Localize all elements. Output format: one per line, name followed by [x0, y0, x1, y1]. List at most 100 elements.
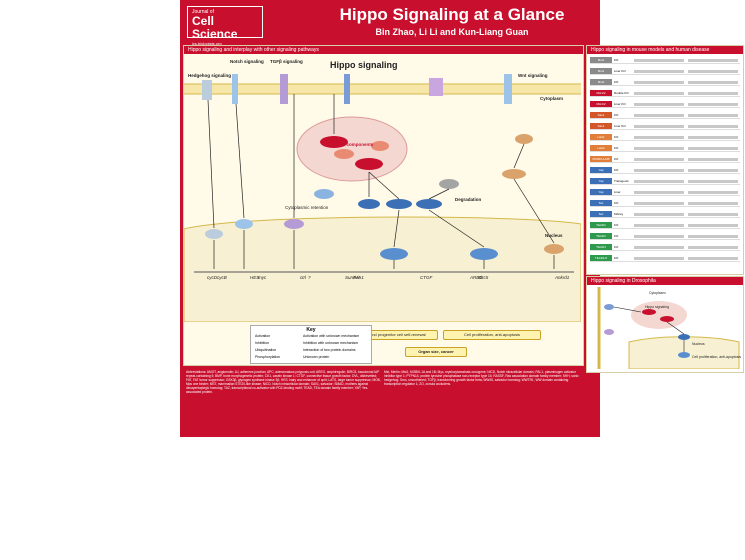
disease-text-block: [688, 80, 738, 84]
degradation-label: Degradation: [455, 197, 482, 202]
dros-outcome-label: Cell proliferation, anti-apoptosis: [692, 355, 742, 359]
proliferation-outcome: Cell proliferation, anti-apoptosis: [443, 330, 541, 340]
model-cell: KO: [614, 234, 619, 238]
gene-label: Birc5: [478, 275, 489, 280]
phenotype-text-block: [634, 91, 684, 95]
protein-cell: Yap: [590, 178, 612, 184]
notch-receptor: [232, 74, 238, 104]
key-inhibition: Inhibition: [255, 341, 270, 345]
key-phosphorylation: Phosphorylation: [255, 355, 281, 359]
fat-receptor: [344, 74, 350, 104]
phenotype-text-block: [634, 201, 684, 205]
pathway-diagram: [184, 74, 581, 322]
model-cell: Transgenic: [614, 179, 629, 183]
key-activation-unknown: Activation with unknown mechanism: [303, 334, 360, 338]
journal-logo-prefix: Journal of: [192, 9, 214, 15]
protein-cell: Yap: [590, 189, 612, 195]
key-unknown-protein: Unknown protein: [303, 355, 330, 359]
notch-signaling-label: Notch signaling: [230, 59, 264, 64]
tgfb-signaling-label: TGFβ signaling: [270, 59, 303, 64]
phenotype-text-block: [634, 58, 684, 62]
disease-text-block: [688, 223, 738, 227]
1433-node: [314, 189, 334, 199]
journal-logo: Journal of Cell Science jcs.biologists.o…: [187, 6, 263, 46]
disease-text-block: [688, 124, 738, 128]
hedgehog-receptor: [202, 80, 212, 100]
copyright-text: © Journal of Cell Science 2010 (123, pp.…: [610, 386, 718, 391]
drosophila-diagram: [597, 287, 740, 369]
drosophila-panel: Hippo signaling in Drosophila Cytoplasm …: [586, 276, 744, 373]
disease-text-block: [688, 58, 738, 62]
cytoplasm-label: Cytoplasm: [540, 96, 564, 101]
taz-node: [358, 199, 380, 209]
protein-cell: Lats1: [590, 134, 612, 140]
mouse-models-panel: Hippo signaling in mouse models and huma…: [586, 45, 744, 275]
phenotype-text-block: [634, 124, 684, 128]
disease-text-block: [688, 91, 738, 95]
protein-cell: TEAD1: [590, 222, 612, 228]
organ-size-outcome: Organ size, cancer: [405, 347, 467, 357]
phenotype-text-block: [634, 135, 684, 139]
model-cell: KO: [614, 58, 619, 62]
beta-catenin-node: [502, 169, 526, 179]
membrane-band: [184, 84, 581, 94]
core-components-area: [296, 116, 408, 182]
protein-cell: Yap: [590, 167, 612, 173]
key-title: Key: [306, 327, 316, 333]
aj-complex: [429, 78, 443, 96]
gene-label: myc: [258, 275, 267, 280]
phenotype-text-block: [634, 245, 684, 249]
model-cell: KO: [614, 80, 619, 84]
phenotype-text-block: [634, 234, 684, 238]
disease-text-block: [688, 190, 738, 194]
phenotype-text-block: [634, 113, 684, 117]
gene-label: CTGF: [420, 275, 433, 280]
model-cell: KO: [614, 135, 619, 139]
protein-cell: TEAD2: [590, 233, 612, 239]
phenotype-text-block: [634, 190, 684, 194]
beta-trcp-node: [439, 179, 459, 189]
model-cell: KO: [614, 113, 619, 117]
wnt-signaling-label: Wnt signaling: [518, 73, 548, 78]
protein-cell: Mst1: [590, 57, 612, 63]
yap-node-2: [416, 199, 442, 209]
model-cell: Liver KO: [614, 69, 626, 73]
model-cell: Liver KO: [614, 102, 626, 106]
gene-label: ctrl: [300, 275, 306, 280]
nucleus-region: [184, 216, 581, 322]
mst-node: [320, 136, 348, 148]
phenotype-text-block: [634, 80, 684, 84]
model-cell: KO: [614, 201, 619, 205]
dros-hippo-label: Hippo signaling: [645, 305, 669, 309]
key-interaction: Interaction of two protein domains: [303, 348, 356, 352]
key-activation: Activation: [255, 334, 271, 338]
disease-text-block: [688, 201, 738, 205]
disease-text-block: [688, 245, 738, 249]
gene-label: PAI-1: [353, 275, 364, 280]
protein-cell: Mst1: [590, 68, 612, 74]
yap-node-1: [386, 199, 412, 209]
gene-label: Survivin: [345, 275, 362, 280]
protein-cell: Sav1: [590, 112, 612, 118]
disease-text-block: [688, 146, 738, 150]
phenotype-text-block: [634, 102, 684, 106]
hippo-signaling-label: Hippo signaling: [330, 60, 398, 70]
phenotype-text-block: [634, 168, 684, 172]
phenotype-text-block: [634, 157, 684, 161]
poster-authors: Bin Zhao, Li Li and Kun-Liang Guan: [375, 27, 529, 37]
nucleus-label: Nucleus: [545, 233, 563, 238]
smad-node: [284, 219, 304, 229]
disease-text-block: [688, 157, 738, 161]
model-cell: Liver KO: [614, 124, 626, 128]
disease-text-block: [688, 212, 738, 216]
model-cell: KO: [614, 146, 619, 150]
